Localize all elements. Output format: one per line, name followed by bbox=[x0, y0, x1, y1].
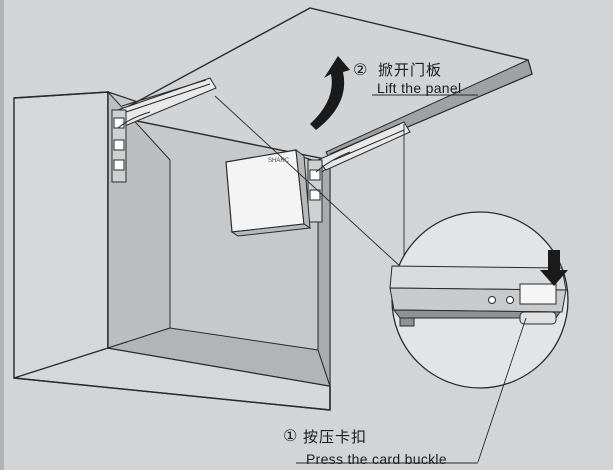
guide-line bbox=[214, 95, 403, 269]
detail-mechanism bbox=[389, 265, 567, 327]
step2-title-cn: 掀开门板 bbox=[378, 61, 443, 79]
left-lift-mechanism bbox=[111, 77, 217, 183]
mechanism-housing bbox=[225, 148, 312, 237]
step1-title-cn: 按压卡扣 bbox=[303, 428, 368, 446]
right-lift-mechanism bbox=[307, 121, 411, 223]
step2-number: ② bbox=[353, 62, 368, 79]
step1-leader bbox=[477, 317, 527, 463]
step1-number: ① bbox=[283, 428, 298, 445]
press-arrow-icon bbox=[540, 250, 568, 286]
left-border-strip bbox=[0, 0, 4, 470]
step2-title-en: Lift the panel bbox=[377, 80, 462, 96]
step1-title-en: Press the card buckle bbox=[306, 451, 447, 467]
device-brand-label: SHARC bbox=[268, 158, 290, 164]
rotation-arrow-icon bbox=[310, 56, 350, 130]
